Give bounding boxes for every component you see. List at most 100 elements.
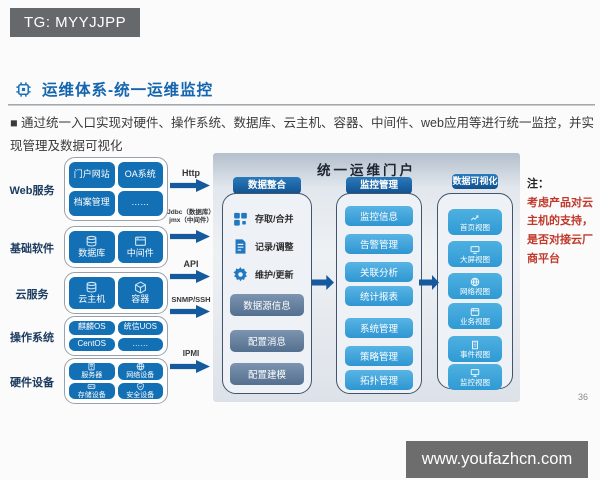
site-url: www.youfazhcn.com: [421, 450, 573, 468]
source-group-web: 门户网站 OA系统 档案管理 ……: [64, 157, 168, 221]
portal-panel: 统一运维门户 数据整合 监控管理 数据可视化 存取/合并 记录/调整: [213, 153, 520, 402]
column-header-pill: 数据可视化: [452, 174, 498, 189]
flow-arrow-icon: [170, 360, 210, 373]
portal-button: 统计报表: [345, 286, 413, 306]
portal-button: 关联分析: [345, 262, 413, 282]
portal-button: 数据源信息: [230, 294, 304, 316]
app-tile-label: 服务器: [81, 372, 103, 380]
app-tile-label: OA系统: [124, 168, 156, 179]
source-group-label-basesoft: 基础软件: [10, 243, 54, 255]
app-tile: ……: [117, 337, 163, 351]
note-label: 注：: [527, 178, 549, 190]
flow-arrow-icon: [312, 275, 334, 290]
app-tile: 网络设备: [117, 362, 163, 380]
intro-text: ■ 通过统一入口实现对硬件、操作系统、数据库、云主机、容器、中间件、web应用等…: [10, 116, 594, 153]
portal-button: 拓扑管理: [345, 370, 413, 390]
flow-arrow-icon: [419, 275, 439, 290]
source-group-cloud: 云主机 容器: [64, 272, 168, 314]
globe-icon: [470, 277, 480, 287]
source-group-os: 麒麟OS 统信UOS CentOS ……: [64, 316, 168, 356]
app-tile: 档案管理: [69, 190, 115, 216]
view-tile: 监控视图: [448, 364, 502, 390]
page-number: 36: [578, 392, 589, 402]
portal-button: 配置建模: [230, 363, 304, 385]
app-tile-label: 网络设备: [126, 372, 155, 380]
source-group-label-web: Web服务: [9, 185, 55, 197]
protocol-label: IPMI: [182, 349, 200, 358]
protocol-label: Http: [182, 168, 200, 178]
app-tile: 安全设备: [117, 382, 163, 399]
gear-icon: [232, 266, 249, 283]
icon-item: 记录/调整: [232, 236, 307, 256]
icon-item-label: 记录/调整: [255, 241, 294, 252]
app-tile-label: 安全设备: [126, 391, 155, 399]
column-data-integration: 存取/合并 记录/调整 维护/更新 数据源信息 配置消息 配置建模: [222, 193, 312, 394]
tg-banner: TG: MYYJJPP: [10, 8, 141, 37]
app-tile: CentOS: [69, 337, 115, 351]
blocks-icon: [232, 210, 249, 227]
app-tile: 云主机: [69, 277, 115, 309]
column-monitoring: 监控信息 告警管理 关联分析 统计报表 系统管理 策略管理 拓扑管理: [336, 193, 422, 394]
app-tile-label: 麒麟OS: [77, 322, 106, 332]
view-tile: 业务视图: [448, 303, 502, 329]
app-tile: 统信UOS: [117, 321, 163, 335]
trend-icon: [470, 213, 480, 223]
icon-item-label: 存取/合并: [255, 213, 294, 224]
tg-banner-text: TG: MYYJJPP: [24, 14, 127, 31]
flow-arrow-icon: [170, 230, 210, 243]
storage-icon: [87, 382, 96, 391]
middleware-icon: [134, 235, 147, 248]
icon-item: 存取/合并: [232, 208, 307, 228]
app-tile: 存储设备: [69, 382, 115, 399]
flow-arrow-icon: [170, 270, 210, 283]
screen-icon: [470, 245, 480, 255]
app-tile-label: 云主机: [78, 294, 106, 305]
column-visualization: 首页视图 大屏视图 网络视图 业务视图: [437, 193, 513, 390]
protocol-label: API: [183, 259, 199, 269]
note-text: 考虑产品对云主机的支持，是否对接云厂商平台: [527, 196, 593, 265]
network-icon: [136, 362, 145, 371]
column-header-pill: 监控管理: [346, 177, 412, 195]
portal-button: 策略管理: [345, 346, 413, 366]
app-tile-label: ……: [131, 197, 150, 208]
database-icon: [85, 235, 98, 248]
app-tile: 麒麟OS: [69, 321, 115, 335]
portal-button: 配置消息: [230, 330, 304, 352]
app-tile: ……: [117, 190, 163, 216]
portal-button: 监控信息: [345, 206, 413, 226]
side-note: 注： 考虑产品对云主机的支持，是否对接云厂商平台: [527, 175, 595, 268]
page-title: 运维体系-统一运维监控: [42, 82, 214, 99]
source-group-label-os: 操作系统: [10, 332, 54, 344]
view-tile: 大屏视图: [448, 241, 502, 267]
column-header-pill: 数据整合: [233, 177, 301, 195]
container-icon: [134, 281, 147, 294]
document-icon: [232, 238, 249, 255]
app-tile-label: 门户网站: [73, 168, 110, 179]
cloud-host-icon: [85, 281, 98, 294]
app-tile-label: 容器: [131, 294, 150, 305]
chip-icon: [14, 80, 33, 99]
view-tile-label: 首页视图: [460, 222, 490, 232]
protocol-label: Jdbc（数据库） jmx（中间件）: [167, 209, 215, 225]
portal-button: 系统管理: [345, 318, 413, 338]
app-tile-label: 存储设备: [77, 391, 106, 399]
app-tile-label: 档案管理: [73, 197, 110, 208]
app-tile: OA系统: [117, 162, 163, 188]
app-tile: 服务器: [69, 363, 115, 380]
window-icon: [470, 307, 480, 317]
icon-item-label: 维护/更新: [255, 269, 294, 280]
shield-icon: [136, 382, 145, 391]
icon-item: 维护/更新: [232, 264, 307, 284]
flow-arrow-icon: [170, 305, 210, 318]
monitor-icon: [470, 368, 480, 378]
app-tile: 数据库: [69, 231, 115, 263]
view-tile-label: 业务视图: [460, 316, 490, 326]
title-row: 运维体系-统一运维监控: [14, 78, 213, 100]
app-tile-label: ……: [132, 338, 149, 348]
view-tile: 首页视图: [448, 209, 502, 235]
building-icon: [470, 340, 480, 350]
app-tile: 容器: [117, 277, 163, 309]
view-tile: 网络视图: [448, 273, 502, 299]
app-tile: 门户网站: [69, 162, 115, 188]
